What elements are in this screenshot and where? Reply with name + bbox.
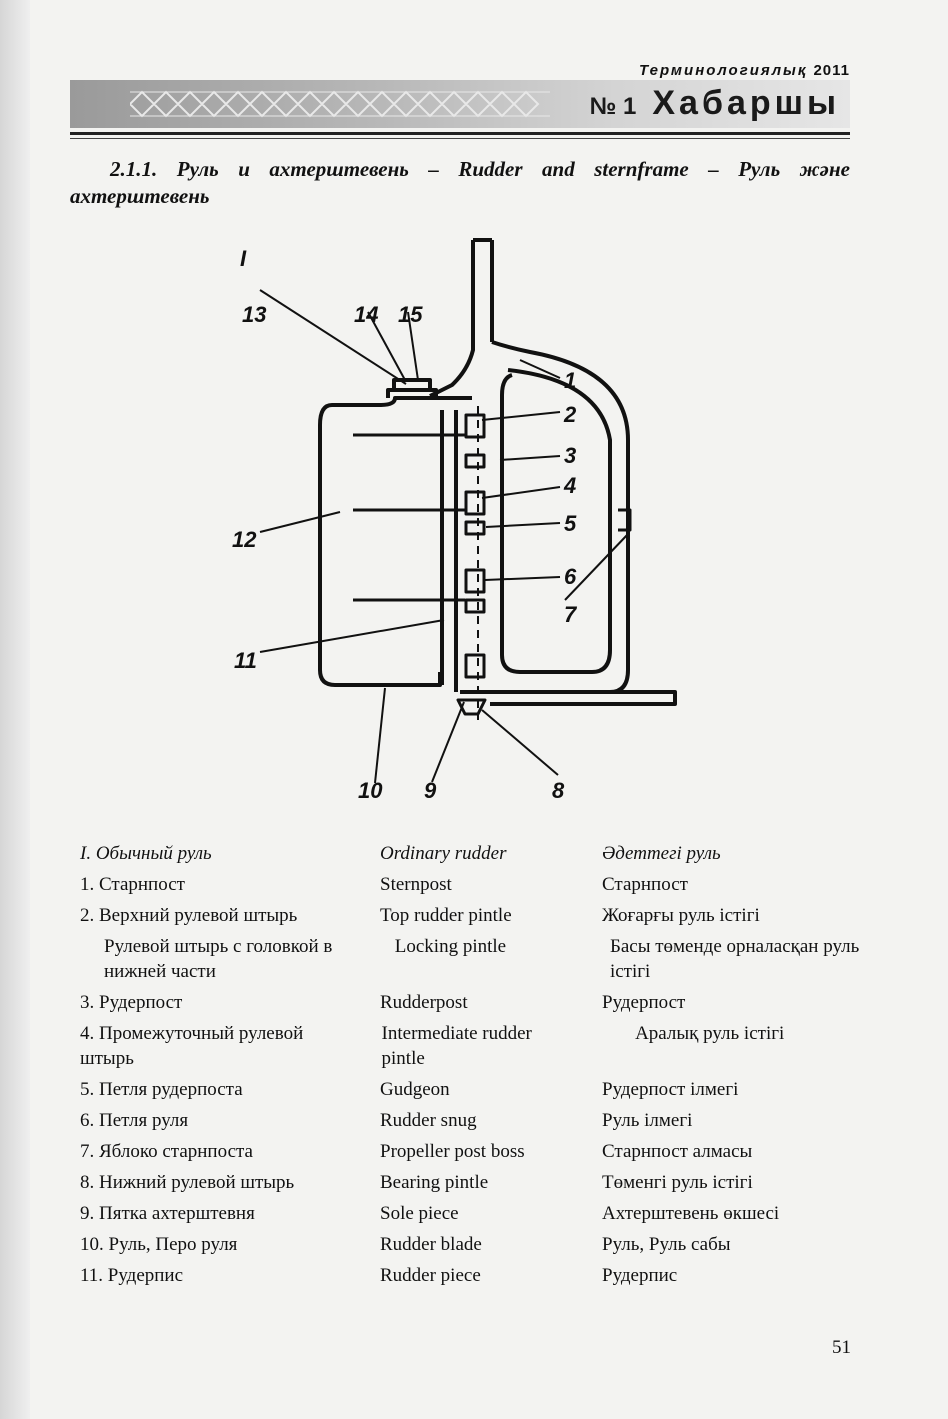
term-kz: Старнпост алмасы [602,1141,753,1162]
term-kz: Старнпост [602,874,688,895]
term-kz: Рудерпост ілмегі [602,1079,739,1100]
term-ru: 9. Пятка ахтерштевня [80,1203,255,1224]
term-en: Sole piece [380,1203,459,1224]
header-rule-thin [70,138,850,139]
term-en: Rudderpost [380,992,468,1013]
header-rule-thick [70,132,850,135]
term-kz: Аралық руль істігі [635,1023,785,1044]
label-13: 13 [242,302,266,327]
label-2: 2 [563,402,577,427]
term-kz: Руль, Руль сабы [602,1234,731,1255]
term-ru: 3. Рудерпост [80,992,183,1013]
term-kz: Басы төменде орналасқан руль істігі [609,936,860,982]
legend-row: 3. Рудерпост Rudderpost Рудерпост [80,987,860,1018]
rudder-diagram: I 1 2 3 4 5 6 7 8 9 10 11 12 13 14 15 [232,238,677,803]
term-ru: 2. Верхний рулевой штырь [80,905,298,926]
term-kz: Ахтерштевень өкшесі [602,1203,780,1224]
term-kz: Жоғарғы руль істігі [602,905,760,926]
legend-row: 8. Нижний рулевой штырь Bearing pintle Т… [80,1167,860,1198]
term-en: Intermediate rudder pintle [381,1023,532,1069]
issue-number: № 1 [589,93,637,120]
legend-row: 5. Петля рудерпоста Gudgeon Рудерпост іл… [80,1074,860,1105]
term-legend: I. Обычный руль Ordinary rudder Әдеттегі… [80,838,860,1291]
journal-title-large: Хабаршы [652,84,840,122]
label-4: 4 [563,473,576,498]
term-kz: Рудерпис [602,1265,678,1286]
diagram-lines [318,238,677,720]
label-11: 11 [234,648,257,673]
label-14: 14 [354,302,378,327]
ornament-pattern [130,90,550,118]
label-8: 8 [552,778,565,803]
term-ru: 7. Яблоко старнпоста [80,1141,253,1162]
label-i: I [240,246,247,271]
term-ru: 11. Рудерпис [80,1265,184,1286]
label-3: 3 [564,443,576,468]
legend-row: 11. Рудерпис Rudder piece Рудерпис [80,1260,860,1291]
term-kz: Руль ілмегі [602,1110,693,1131]
label-12: 12 [232,527,257,552]
legend-header: I. Обычный руль Ordinary rudder Әдеттегі… [80,838,860,869]
term-en: Locking pintle [394,936,507,957]
issue-title: № 1 Хабаршы [590,84,840,123]
leader-lines [259,289,629,784]
page-number: 51 [832,1337,851,1358]
legend-row: 9. Пятка ахтерштевня Sole piece Ахтерште… [80,1198,860,1229]
term-en: Top rudder pintle [380,905,512,926]
legend-row: 6. Петля руля Rudder snug Руль ілмегі [80,1105,860,1136]
legend-row: 4. Промежуточный рулевой штырь Intermedi… [80,1018,860,1074]
term-ru: 1. Старнпост [80,874,185,895]
label-9: 9 [424,778,437,803]
legend-row: 1. Старнпост Sternpost Старнпост [80,869,860,900]
term-ru: 8. Нижний рулевой штырь [80,1172,295,1193]
page-edge-shadow [0,0,30,1419]
header-banner: № 1 Хабаршы [70,80,850,128]
legend-row: 7. Яблоко старнпоста Propeller post boss… [80,1136,860,1167]
term-en: Gudgeon [380,1079,450,1100]
term-en: Rudder piece [380,1265,481,1286]
journal-title-small: Терминологиялық [639,62,808,79]
term-ru: Рулевой штырь с головкой в нижней части [104,936,333,982]
label-15: 15 [398,302,423,327]
term-en: Rudder blade [380,1234,482,1255]
term-ru: 4. Промежуточный рулевой штырь [80,1023,304,1069]
label-10: 10 [358,778,383,803]
label-1: 1 [564,368,576,393]
label-7: 7 [564,602,578,627]
section-heading: 2.1.1. Руль и ахтерштевень – Rudder and … [70,157,850,208]
legend-row: 10. Руль, Перо руля Rudder blade Руль, Р… [80,1229,860,1260]
legend-row: Рулевой штырь с головкой в нижней части … [80,931,860,987]
term-ru: 5. Петля рудерпоста [80,1079,243,1100]
label-6: 6 [564,564,577,589]
legend-row: 2. Верхний рулевой штырь Top rudder pint… [80,900,860,931]
legend-header-en: Ordinary rudder [380,843,507,864]
term-en: Rudder snug [380,1110,477,1131]
term-ru: 10. Руль, Перо руля [80,1234,238,1255]
term-en: Bearing pintle [380,1172,489,1193]
term-kz: Рудерпост [602,992,686,1013]
journal-name: Терминологиялық 2011 [639,62,850,79]
term-ru: 6. Петля руля [80,1110,189,1131]
term-kz: Төменгі руль істігі [602,1172,753,1193]
journal-year: 2011 [813,62,850,79]
label-5: 5 [564,511,577,536]
legend-header-ru: I. Обычный руль [80,843,212,864]
term-en: Sternpost [380,874,452,895]
legend-header-kz: Әдеттегі руль [602,843,721,864]
term-en: Propeller post boss [380,1141,525,1162]
